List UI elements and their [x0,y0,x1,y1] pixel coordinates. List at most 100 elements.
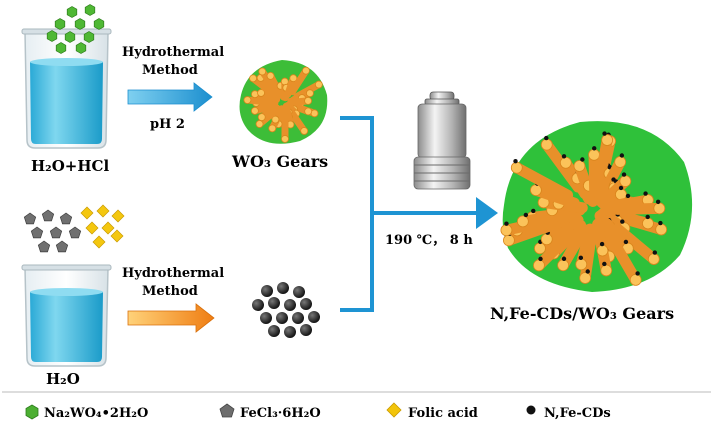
wo3-rod-tip [257,113,266,122]
n-fe-cds-particle [538,256,543,262]
wo3-rod-tip [588,148,600,161]
yellow-diamond-icon [85,221,99,235]
wo3-rod-tip [540,138,553,151]
n-fe-cds-particle [276,312,288,324]
wo3-rod-tip [642,217,654,230]
n-fe-cds-particle [645,214,650,220]
wo3-rod-tip [314,80,323,89]
n-fe-cds-particle [623,239,629,245]
wo3-rod-tip [647,253,660,265]
gray-pentagon-icon [23,212,37,225]
ferric-chloride-particles [23,209,82,253]
n-fe-cds-particle [602,131,607,136]
n-fe-cds-particle [300,324,312,336]
yellow-diamond-icon [96,204,110,218]
n-fe-cds-particle [643,191,648,196]
wo3-rod-tip [258,67,267,76]
n-fe-cds-particle [544,135,549,141]
wo3-rod-tip [516,215,529,228]
green-hexagon-icon [75,42,87,54]
gray-pentagon-icon [59,212,73,225]
n-fe-cds-particle [284,326,296,338]
green-hexagon-icon [93,18,105,30]
wo3-rod [593,134,613,192]
wo3-rod-tip [243,96,252,104]
wo3-rod [603,228,642,286]
wo3-rod-tip [306,89,314,98]
wo3-rod-tip [266,71,275,80]
n-fe-cds-particle [561,256,567,261]
wo3-rod [557,223,590,271]
n-fe-cds-particle [619,153,625,158]
legend-label-na2wo4: Na₂WO₄•2H₂O [44,406,148,421]
n-fe-cds-particle [635,271,640,276]
yellow-diamond-icon [386,402,402,418]
legend-item-fecl3: FeCl₃·6H₂O [219,403,321,421]
wo3-rod-tip [249,74,257,83]
n-fe-cds-particle [602,261,607,267]
yellow-diamond-icon [92,235,106,249]
folic-acid-particles [80,204,125,249]
arrow-step1 [127,82,213,112]
beaker1-label: H₂O+HCl [31,157,109,175]
wo3-rod-tip [559,156,572,169]
wo3-rod [288,67,310,96]
gray-pentagon-icon [68,226,82,239]
arrow-step2 [127,303,215,333]
green-hexagon-icon [55,42,67,54]
step1-method-line2: Method [142,63,198,78]
wo3-rod-tip [533,259,545,272]
gray-pentagon-icon [55,240,69,253]
wo3-rod [530,184,580,209]
wo3-gears-label: WO₃ Gears [231,152,328,171]
step1-condition: pH 2 [150,117,185,132]
wo3-rod [610,221,660,265]
n-fe-cds-particle [308,311,320,323]
n-fe-cds-particle [625,193,631,199]
wo3-rod-tip [579,272,592,284]
autoclave-icon [413,91,471,190]
n-fe-cds-particle [268,297,280,309]
wo3-rod-tip [510,161,523,174]
wo3-rod-tip [534,242,546,255]
n-fe-cds-particle [658,220,663,226]
legend-label-nfe-cds: N,Fe-CDs [544,406,611,421]
n-fe-cds-particle [578,255,584,261]
n-fe-cds-particle [260,312,272,324]
wo3-rod-tip [304,96,312,105]
n-fe-cds-particle [293,286,305,298]
gray-pentagon-icon [37,240,51,253]
yellow-diamond-icon [80,206,94,220]
combine-condition: 190 ℃， 8 h [385,233,473,248]
green-hexagon-icon [25,404,39,420]
wo3-rod-tip [268,124,277,133]
n-fe-cds-particle [292,312,304,324]
wo3-rod-tip [575,258,588,271]
legend-label-folic-acid: Folic acid [408,406,478,421]
wo3-rod-tip [280,77,289,86]
n-fe-cds-particle [580,157,585,162]
legend-label-fecl3: FeCl₃·6H₂O [240,406,321,421]
green-hexagon-icon [83,31,95,43]
wo3-rod-tip [300,127,309,135]
n-fe-cds-particle [620,219,625,224]
wo3-rod-tip [281,135,289,143]
sodium-tungstate-particles [46,4,105,54]
final-product-label: N,Fe-CDs/WO₃ Gears [490,304,674,323]
wo3-rod-tip [503,234,515,247]
black-dot-icon [526,405,536,415]
green-hexagon-icon [84,4,96,16]
wo3-rod [243,96,276,106]
wo3-rod-tip [257,89,265,97]
legend: Na₂WO₄•2H₂O FeCl₃·6H₂O Folic acid N,Fe-C… [2,391,711,421]
n-fe-cds-particle [621,172,627,177]
wo3-rod [541,214,584,245]
legend-item-folic-acid: Folic acid [386,402,478,421]
n-fe-cds-particle [599,241,605,247]
step2-method-line2: Method [142,284,198,299]
wo3-rod-tip [600,264,613,277]
wo3-rod-tip [304,107,313,116]
n-fe-cds-particle [531,208,536,214]
n-fe-cds-particle [655,199,661,205]
